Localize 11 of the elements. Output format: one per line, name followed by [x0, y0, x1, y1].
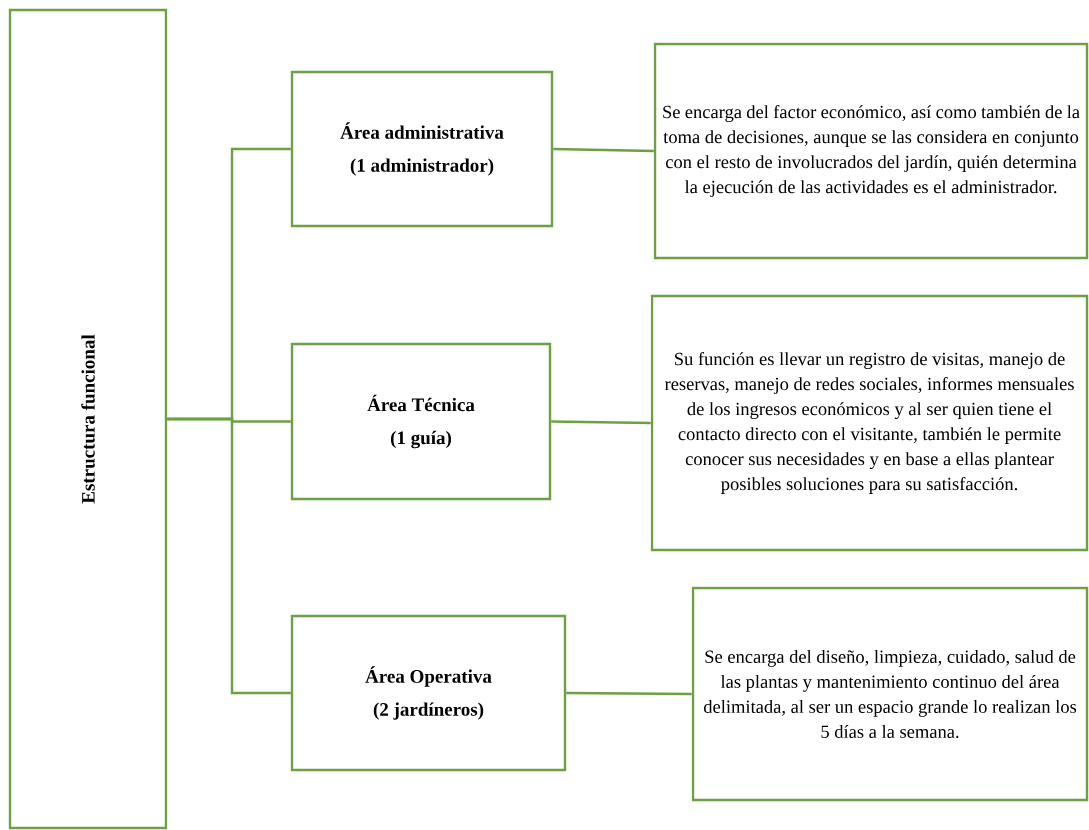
area-box: Área Técnica (1 guía)	[290, 342, 552, 501]
description-box: Se encarga del factor económico, así como también de la toma de decisiones, aunque se las considera en conjunto con el resto de involucrados del jardín, quién determina la ejecución de las actividades es el administrador.	[653, 42, 1089, 260]
connector-line	[167, 417, 291, 695]
description-box: Su función es llevar un registro de visitas, manejo de reservas, manejo de redes sociales, informes mensuales de los ingresos económicos y al ser quien tiene el contacto directo con el visitante, también le permite conocer sus necesidades y en base a ellas plantear posibles soluciones para su satisfacción.	[650, 294, 1089, 552]
description-box: Se encarga del diseño, limpieza, cuidado, salud de las plantas y mantenimiento continuo del área delimitada, al ser un espacio grande lo realizan los 5 días a la semana.	[691, 586, 1089, 802]
connector-line	[566, 691, 692, 696]
connector-line	[553, 147, 654, 153]
area-box: Área administrativa (1 administrador)	[290, 70, 554, 228]
structure-box: Estructura funcional	[8, 8, 168, 830]
area-box: Área Operativa (2 jardíneros)	[290, 614, 567, 772]
connector-line	[551, 420, 651, 425]
